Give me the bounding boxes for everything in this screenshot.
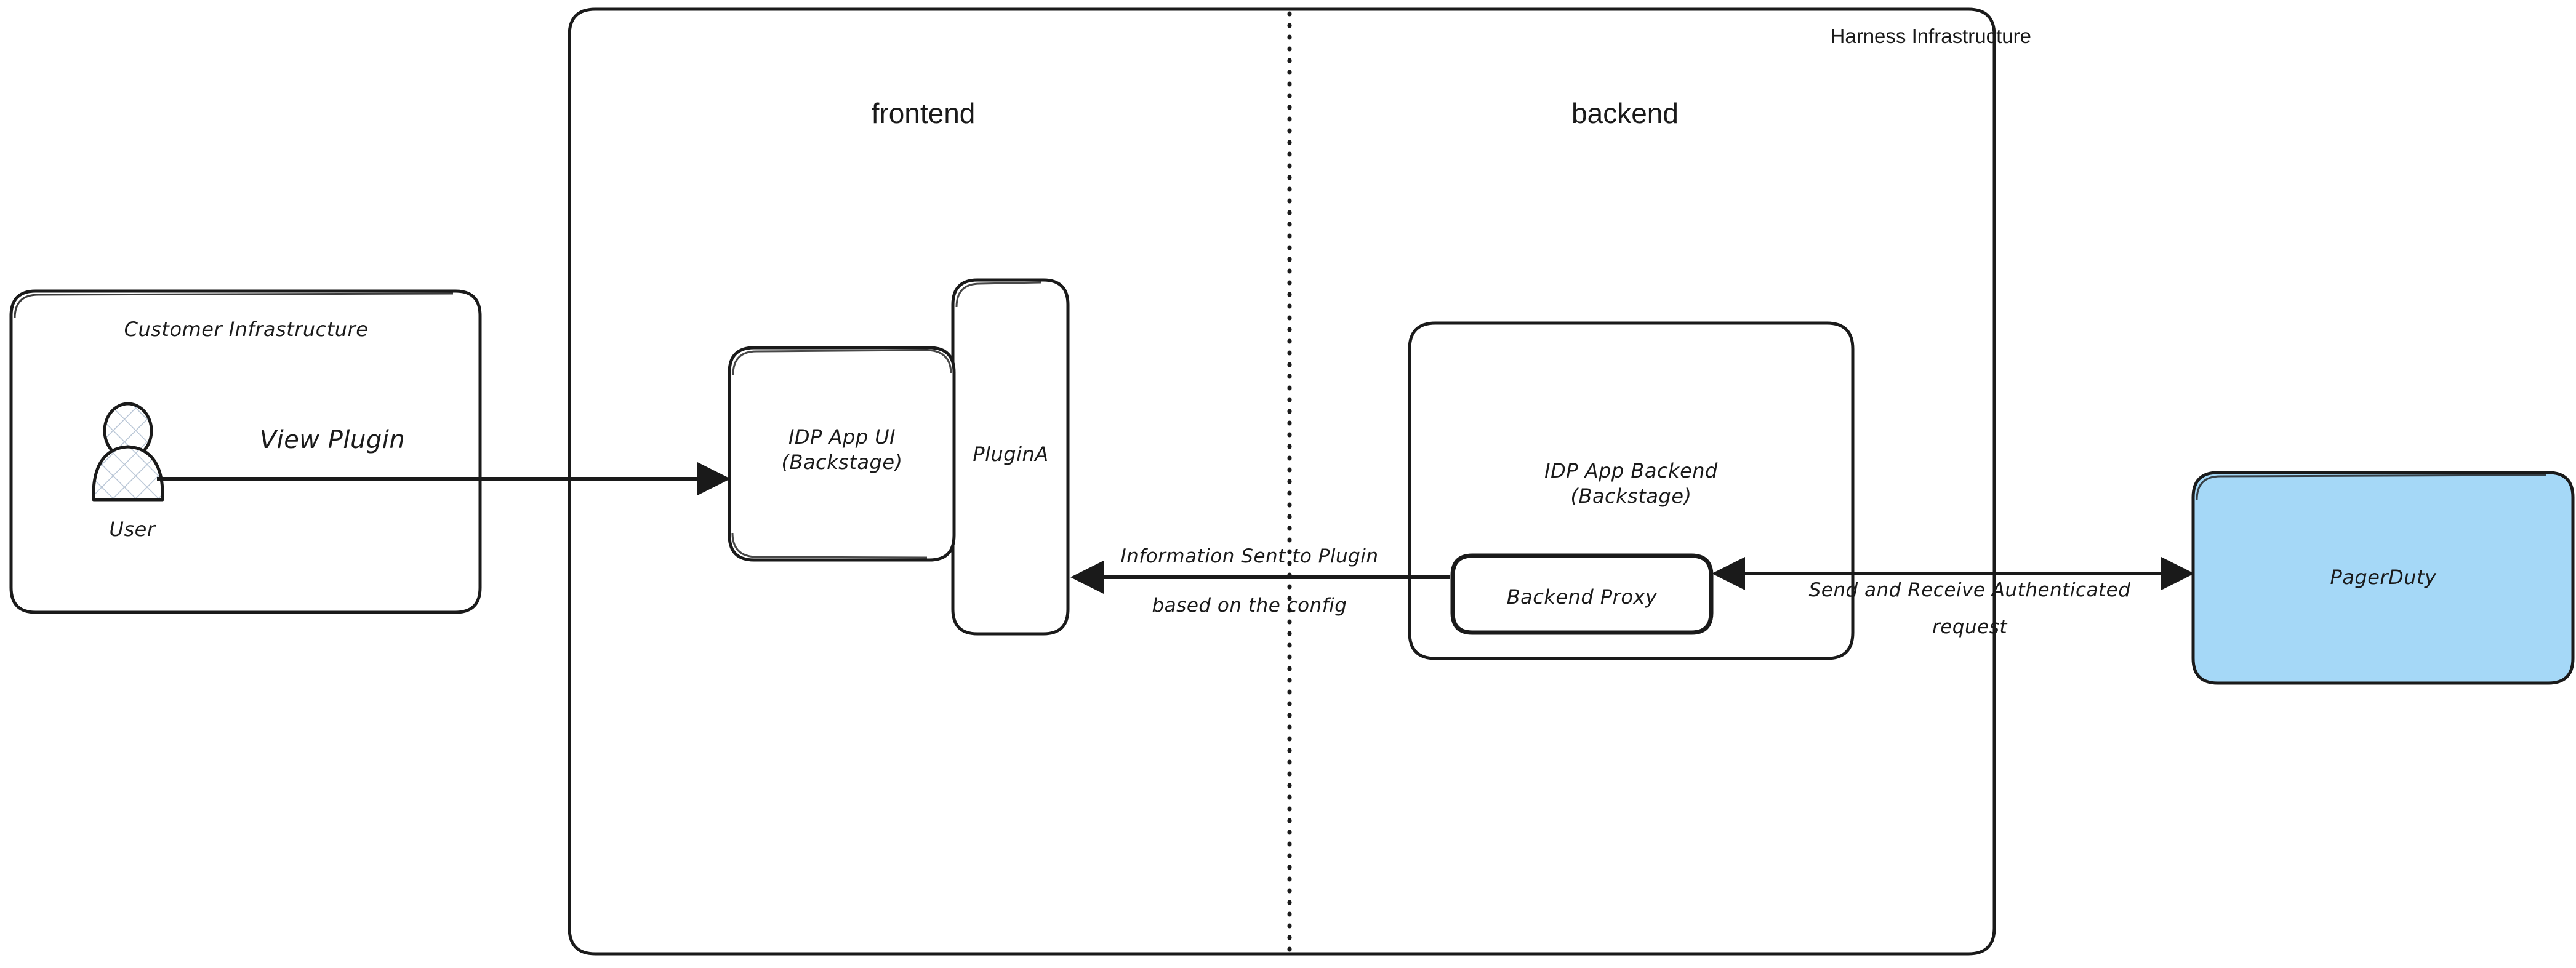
- edge-label-send-receive-line2: request: [1932, 616, 2008, 638]
- harness-infrastructure-node[interactable]: [569, 9, 1994, 954]
- edge-label-info-sent-line2: based on the config: [1152, 594, 1347, 617]
- backend-proxy-label: Backend Proxy: [1506, 585, 1658, 609]
- customer-infrastructure-label: Customer Infrastructure: [124, 318, 369, 341]
- edge-label-info-sent-line1: Information Sent to Plugin: [1120, 545, 1379, 567]
- harness-infrastructure-label: Harness Infrastructure: [1830, 25, 2031, 47]
- customer-infrastructure-node[interactable]: [11, 291, 480, 612]
- user-actor-node[interactable]: [92, 404, 164, 502]
- zone-label-backend: backend: [1571, 97, 1679, 129]
- edge-label-send-receive-line1: Send and Receive Authenticated: [1808, 579, 2131, 601]
- pagerduty-label: PagerDuty: [2330, 566, 2437, 589]
- idp-app-ui-label: IDP App UI (Backstage): [781, 425, 903, 474]
- idp-app-backend-label: IDP App Backend (Backstage): [1544, 459, 1718, 508]
- plugin-a-label: PluginA: [973, 442, 1049, 466]
- edge-label-view-plugin: View Plugin: [259, 426, 406, 454]
- pagerduty-node[interactable]: [2193, 473, 2573, 683]
- user-actor-label: User: [109, 518, 156, 541]
- zone-label-frontend: frontend: [871, 97, 976, 129]
